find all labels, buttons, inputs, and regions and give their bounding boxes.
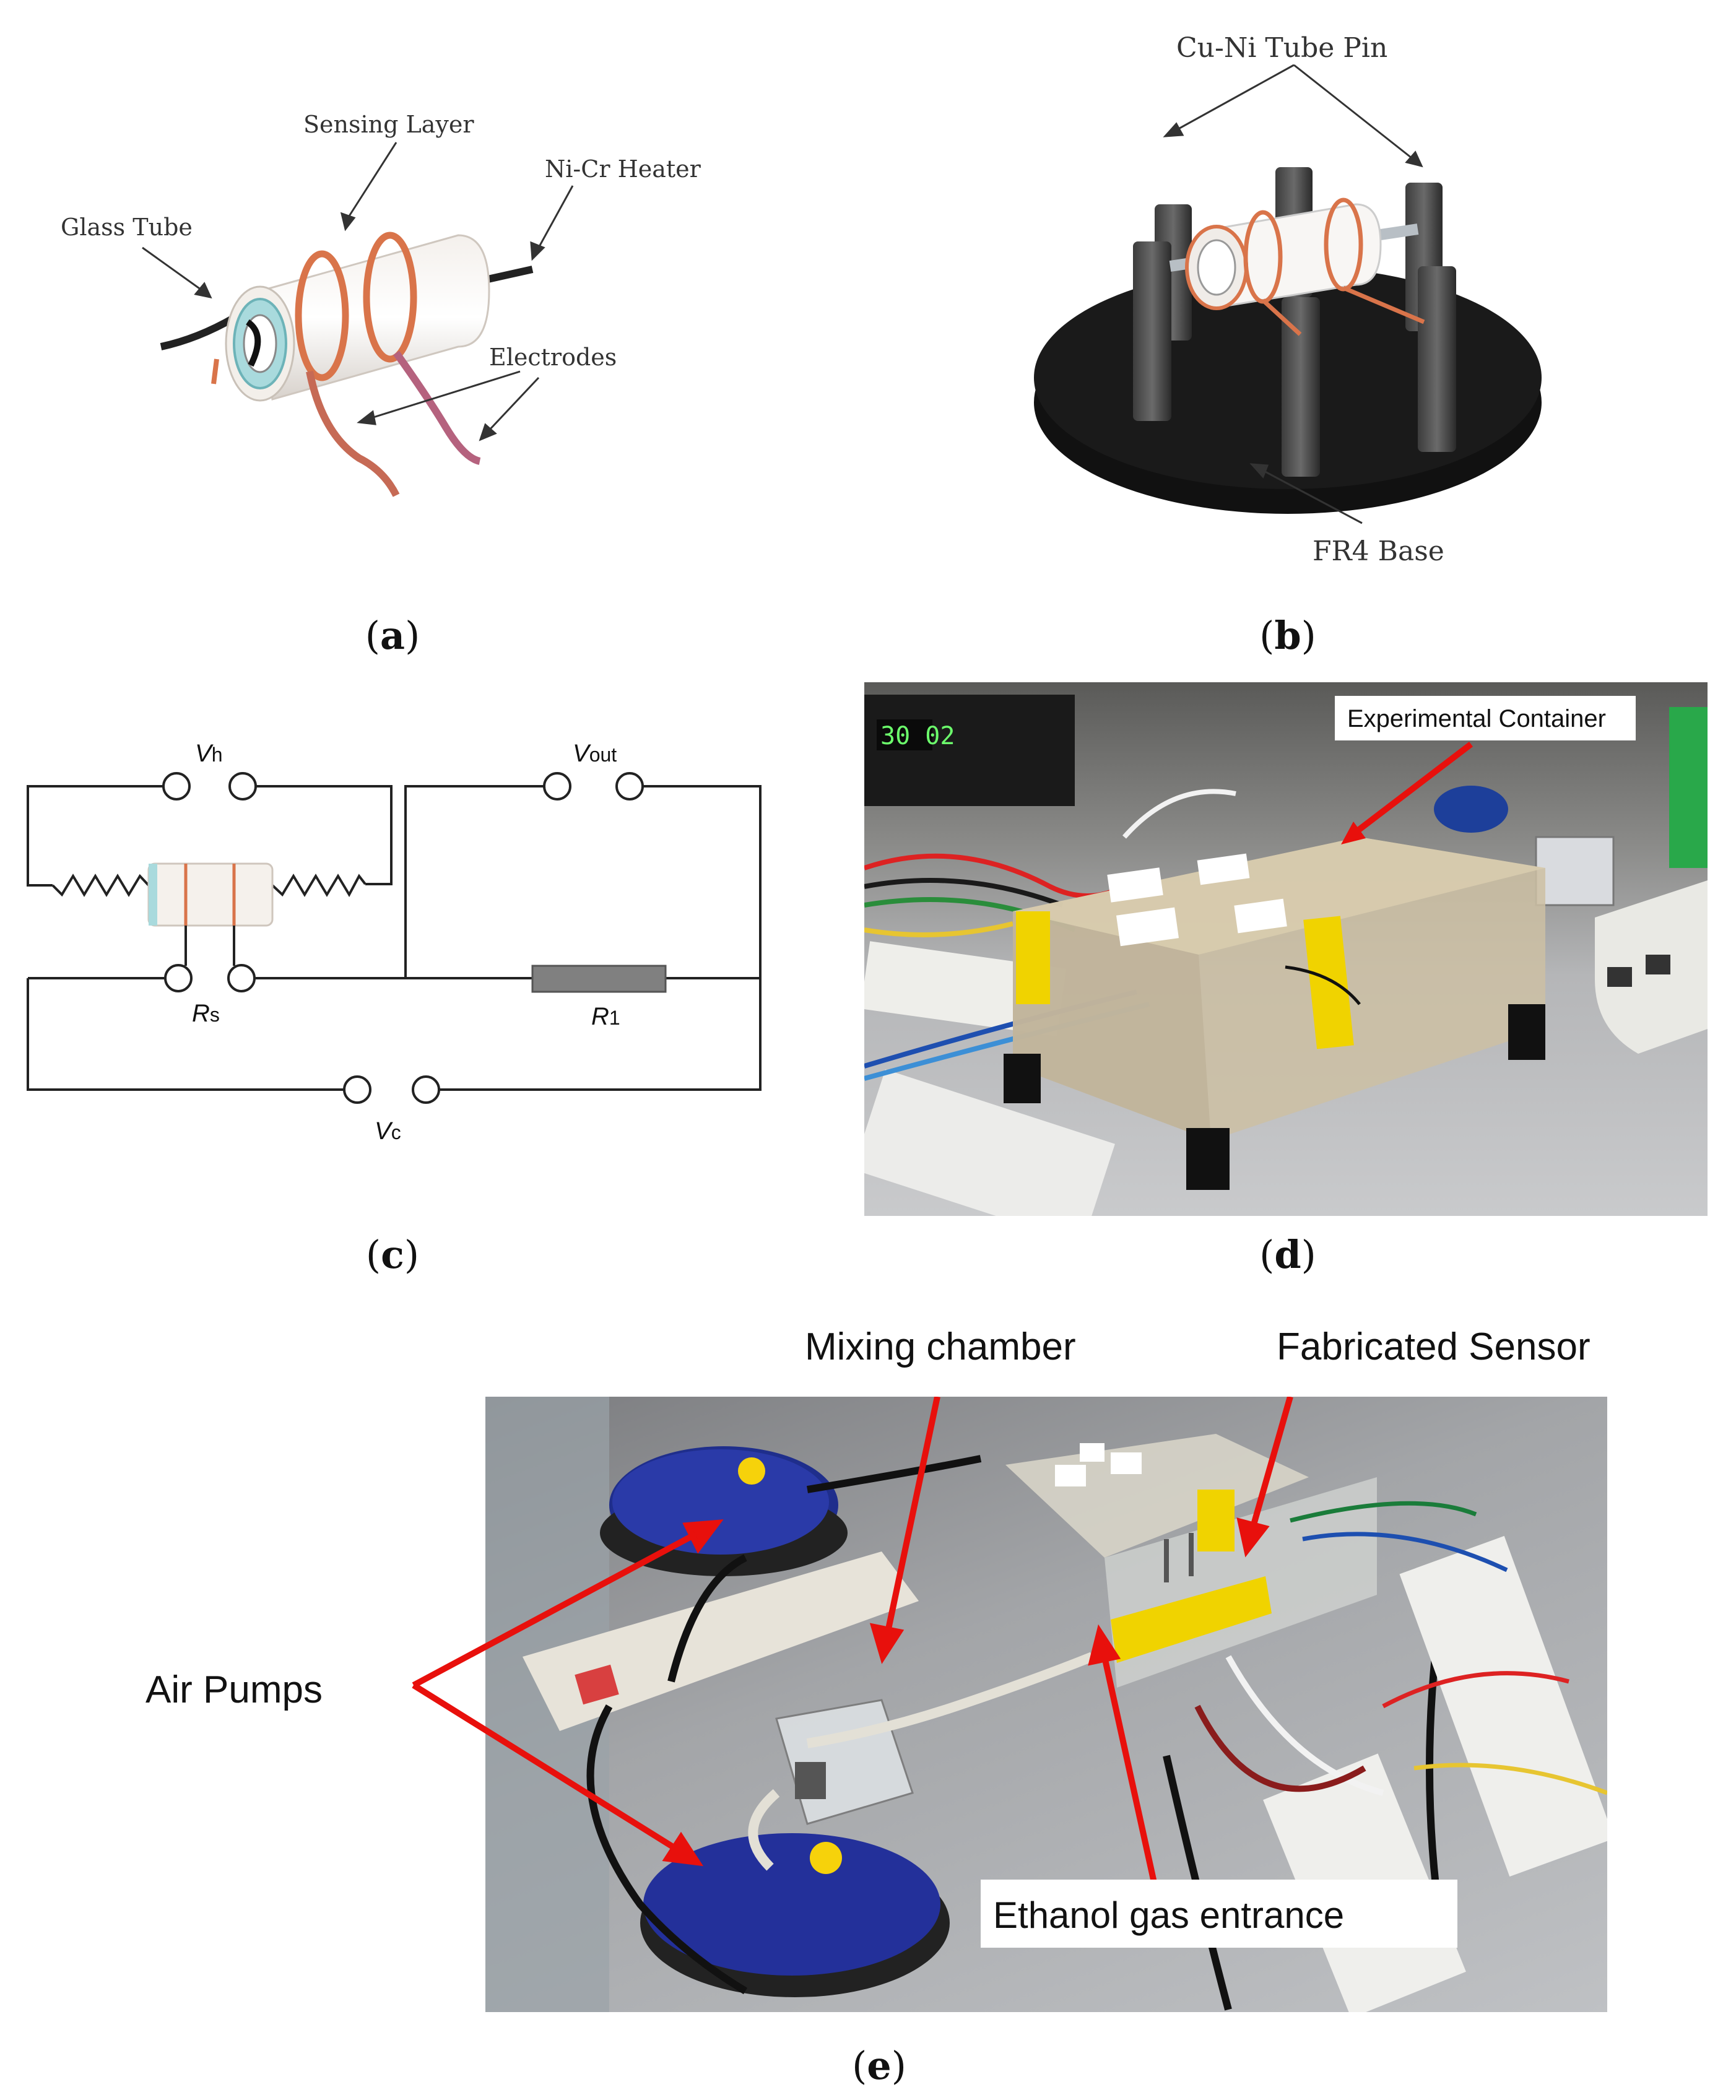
vh-label: Vh — [195, 740, 222, 767]
container-box — [1004, 837, 1545, 1190]
rs-terminal-2 — [227, 964, 256, 992]
vc-terminal-1 — [343, 1075, 371, 1104]
breadboard-bottom — [864, 1069, 1115, 1216]
fabricated-sensor-arrow — [1250, 1397, 1293, 1528]
glass-tube-label: Glass Tube — [61, 214, 193, 241]
mixing-chamber-box — [775, 1699, 914, 1825]
rs-sensor-element — [147, 862, 274, 966]
cu-ni-tube-pin-label: Cu-Ni Tube Pin — [1176, 32, 1387, 64]
panel-d-photo: 30 02 — [864, 682, 1708, 1216]
caption-b: (b) — [1259, 613, 1316, 658]
caption-a: (a) — [365, 613, 420, 658]
heater-resistor-right — [271, 874, 367, 898]
output-circuit-wire — [404, 785, 544, 978]
electrode-lead-1 — [306, 370, 400, 497]
panel-e-photo: Ethanol gas entrance — [485, 1397, 1607, 2012]
rs-label: Rs — [192, 1000, 220, 1027]
pin-front-left — [1133, 241, 1171, 421]
vout-label: Vout — [573, 740, 617, 767]
vh-terminal-1 — [162, 772, 191, 801]
pin-front-center — [1282, 297, 1320, 477]
vout-terminal-1 — [543, 772, 571, 801]
rs-terminal-1 — [164, 964, 193, 992]
air-pump-bottom — [640, 1833, 950, 1997]
experimental-container-label: Experimental Container — [1347, 705, 1606, 732]
sensor-element-mounted — [1185, 203, 1382, 310]
heater-resistor-left — [51, 874, 150, 897]
panel-a: Sensing Layer Ni-Cr Heater Glass Tube El… — [0, 0, 867, 594]
sensor-mount-diagram: Cu-Ni Tube Pin FR4 Base — [1034, 32, 1542, 567]
svg-text:30 02: 30 02 — [880, 722, 955, 750]
caption-e: (e) — [852, 2043, 906, 2088]
test-setup-photo: Ethanol gas entrance — [485, 1397, 1607, 2012]
panel-b: Cu-Ni Tube Pin FR4 Base — [867, 0, 1736, 594]
sensor-element-diagram: Sensing Layer Ni-Cr Heater Glass Tube El… — [61, 111, 701, 497]
ethanol-gas-entrance-label: Ethanol gas entrance — [993, 1894, 1344, 1936]
caption-c: (c) — [365, 1232, 420, 1277]
caption-d: (d) — [1259, 1232, 1316, 1277]
measurement-circuit: Vh Vout Rs R1 Vc — [27, 740, 762, 1145]
air-pump-top — [600, 1446, 848, 1576]
panel-c: Vh Vout Rs R1 Vc — [0, 681, 805, 1152]
electrodes-label: Electrodes — [489, 344, 617, 371]
heater-circuit-wire — [27, 785, 163, 887]
mixing-chamber-label: Mixing chamber — [805, 1326, 1076, 1368]
ethanol-arrow — [1101, 1655, 1163, 1912]
mixing-chamber-arrow — [885, 1397, 940, 1633]
test-container-e — [1005, 1434, 1377, 1688]
vout-terminal-2 — [615, 772, 644, 801]
pin-front-right — [1418, 266, 1456, 452]
vc-label: Vc — [375, 1117, 401, 1145]
experimental-container-photo: 30 02 — [864, 695, 1708, 1216]
air-pumps-label: Air Pumps — [145, 1668, 323, 1711]
r1-label: R1 — [591, 1003, 620, 1030]
electrode-lead-2 — [393, 350, 481, 465]
fabricated-sensor-label: Fabricated Sensor — [1277, 1326, 1591, 1368]
sensing-layer-label: Sensing Layer — [303, 111, 474, 138]
fr4-base-label: FR4 Base — [1313, 536, 1444, 567]
vc-terminal-2 — [412, 1075, 440, 1104]
electrode-ring-1 — [295, 250, 349, 381]
r1-resistor — [531, 965, 667, 993]
breadboard-right — [1399, 1535, 1607, 1877]
experimental-container-arrow — [1351, 742, 1473, 836]
ni-cr-heater-label: Ni-Cr Heater — [545, 155, 701, 183]
electrode-ring-2 — [363, 232, 417, 363]
supply-circuit-wire — [27, 978, 344, 1091]
vh-terminal-2 — [228, 772, 257, 801]
